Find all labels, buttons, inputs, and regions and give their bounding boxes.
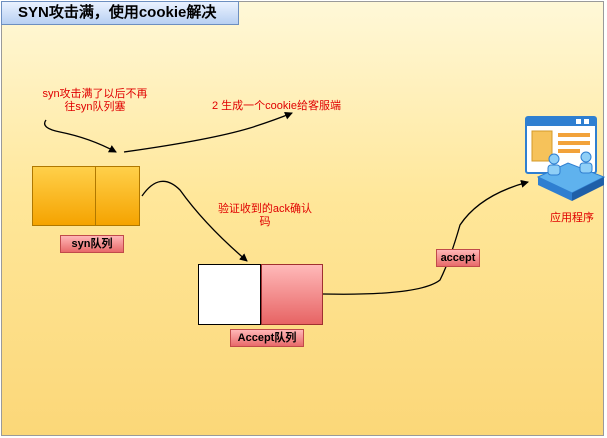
diagram-title: SYN攻击满，使用cookie解决 [1,1,239,25]
note-syn-full: syn攻击满了以后不再 往syn队列塞 [30,88,160,114]
arrow-cookie [123,111,293,153]
syn-queue-label: syn队列 [60,235,124,253]
application-label: 应用程序 [550,212,594,224]
accept-queue-empty-slot [198,264,261,325]
note-syn-full-line1: syn攻击满了以后不再 [42,88,148,100]
note-verify-line2: 码 [259,216,271,228]
arrow-accept [322,179,529,295]
arrow-syn-full [43,119,117,153]
syn-queue-divider [95,167,96,225]
note-verify-line1: 验证收到的ack确认 [217,203,313,215]
accept-queue-label: Accept队列 [230,329,304,347]
note-syn-full-line2: 往syn队列塞 [64,101,126,113]
syn-queue [32,166,140,226]
application-server-icon [524,115,606,212]
note-cookie: 2 生成一个cookie给客服端 [212,100,341,112]
accept-queue-filled-slot [261,264,323,325]
note-verify: 验证收到的ack确认 码 [205,203,325,229]
arrow-verify-ack [141,180,248,262]
accept-label: accept [436,249,480,267]
